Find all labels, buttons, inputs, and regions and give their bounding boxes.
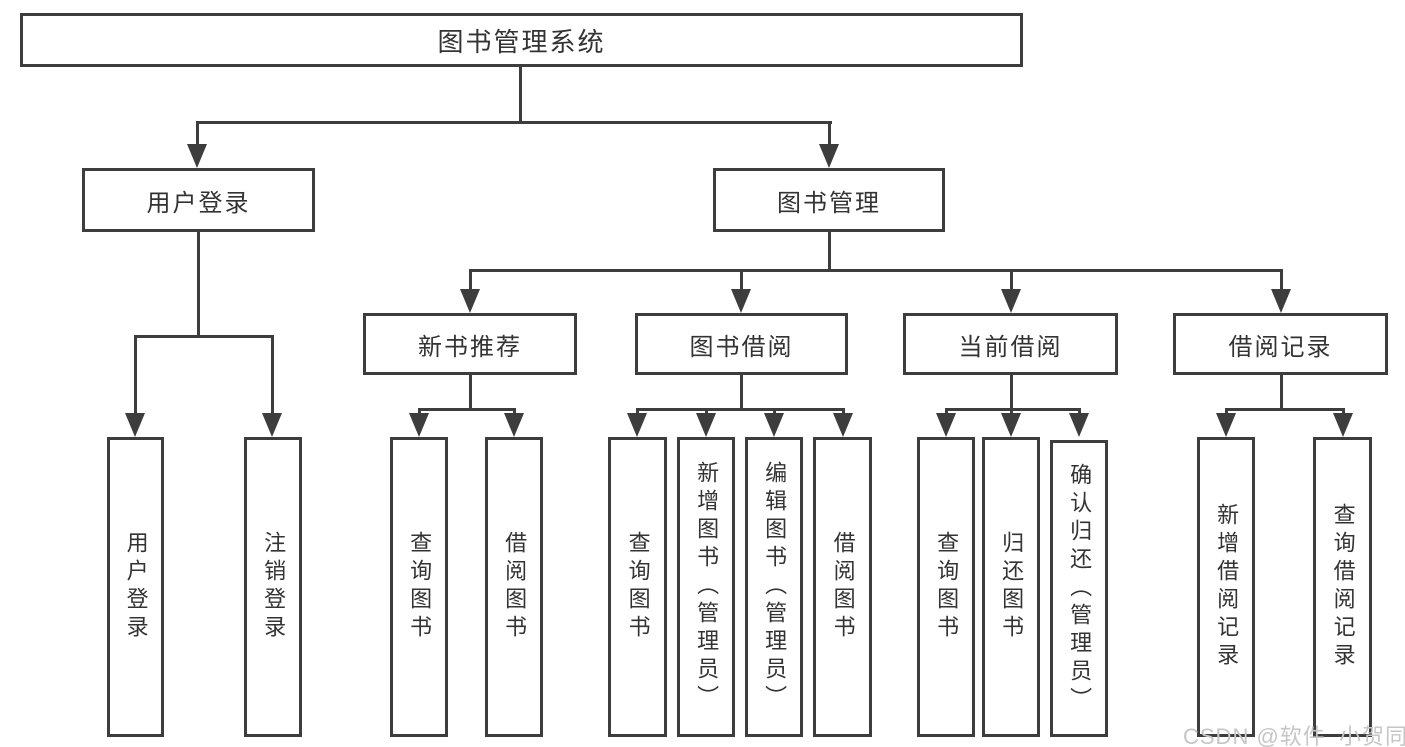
connector-user-login-stem: [197, 232, 200, 338]
node-label: 确认归还（管理员）: [1067, 462, 1093, 715]
connector-current-borrowing-stem: [1010, 375, 1013, 411]
leaf-return-books: 归还图书: [982, 437, 1040, 737]
arrowhead-icon: [409, 408, 429, 437]
node-label: 编辑图书（管理员）: [762, 461, 788, 713]
arrowhead-icon: [1001, 408, 1021, 437]
node-label: 当前借阅: [958, 333, 1063, 361]
connector-current-borrowing-branch: [945, 408, 1081, 411]
arrowhead-icon: [1216, 408, 1236, 437]
arrowhead-icon: [833, 408, 853, 437]
node-user-login: 用户登录: [82, 168, 315, 232]
leaf-add-book-admin: 新增图书（管理员）: [677, 437, 735, 737]
node-label: 新书推荐: [418, 333, 522, 361]
arrowhead-icon: [1271, 269, 1291, 313]
connector-book-borrowing-branch: [636, 408, 845, 411]
connector-user-login-branch: [134, 335, 274, 338]
node-current-borrowing: 当前借阅: [903, 313, 1118, 375]
arrowhead-icon: [460, 269, 480, 313]
leaf-confirm-return-admin: 确认归还（管理员）: [1050, 440, 1108, 737]
node-label: 图书管理: [777, 189, 881, 217]
node-library-management-system: 图书管理系统: [20, 13, 1023, 67]
connector-book-management-branch: [469, 269, 1283, 272]
connector-root-branch: [196, 121, 832, 124]
node-label: 图书借阅: [689, 333, 794, 361]
arrowhead-icon: [1069, 408, 1089, 437]
arrowhead-icon: [262, 335, 282, 437]
csdn-watermark: CSDN @软件_小贺同学: [1183, 724, 1405, 747]
node-label: 注销登录: [261, 531, 287, 643]
node-borrow-records: 借阅记录: [1173, 313, 1388, 375]
connector-book-management-stem: [828, 232, 831, 272]
node-label: 查询图书: [407, 531, 433, 643]
connector-root-stem: [519, 67, 522, 124]
arrowhead-icon: [125, 335, 145, 437]
node-label: 借阅图书: [502, 531, 528, 643]
connector-book-borrowing-stem: [740, 375, 743, 411]
connector-new-book-stem: [469, 375, 472, 411]
connector-borrow-records-branch: [1225, 408, 1345, 411]
connector-borrow-records-stem: [1280, 375, 1283, 411]
node-label: 查询图书: [934, 531, 960, 643]
node-label: 新增借阅记录: [1214, 503, 1240, 671]
leaf-query-books-borrowing: 查询图书: [608, 437, 667, 737]
node-label: 新增图书（管理员）: [694, 461, 720, 713]
arrowhead-icon: [696, 408, 716, 437]
leaf-user-login: 用户登录: [107, 437, 164, 737]
node-label: 查询借阅记录: [1330, 503, 1356, 671]
leaf-borrow-books-recommend: 借阅图书: [485, 437, 543, 737]
arrowhead-icon: [504, 408, 524, 437]
node-new-book-recommend: 新书推荐: [363, 313, 577, 375]
arrowhead-icon: [627, 408, 647, 437]
leaf-logout: 注销登录: [244, 437, 302, 737]
node-book-borrowing: 图书借阅: [635, 313, 848, 375]
leaf-borrow-books-borrowing: 借阅图书: [813, 437, 872, 737]
leaf-query-borrow-record: 查询借阅记录: [1313, 437, 1372, 737]
leaf-query-books-recommend: 查询图书: [390, 437, 448, 737]
node-label: 用户登录: [123, 531, 149, 643]
node-label: 借阅图书: [830, 531, 856, 643]
arrowhead-icon: [187, 121, 207, 168]
node-label: 查询图书: [625, 531, 651, 643]
arrowhead-icon: [936, 408, 956, 437]
node-label: 图书管理系统: [437, 26, 606, 57]
arrowhead-icon: [1001, 269, 1021, 313]
arrowhead-icon: [731, 269, 751, 313]
connector-new-book-branch: [418, 408, 516, 411]
node-label: 用户登录: [146, 189, 251, 217]
leaf-edit-book-admin: 编辑图书（管理员）: [745, 437, 803, 737]
node-book-management: 图书管理: [713, 168, 945, 232]
leaf-add-borrow-record: 新增借阅记录: [1197, 437, 1255, 737]
arrowhead-icon: [819, 121, 839, 168]
node-label: 借阅记录: [1228, 333, 1333, 361]
node-label: 归还图书: [999, 531, 1025, 643]
leaf-query-books-current: 查询图书: [917, 437, 975, 737]
arrowhead-icon: [1333, 408, 1353, 437]
arrowhead-icon: [764, 408, 784, 437]
